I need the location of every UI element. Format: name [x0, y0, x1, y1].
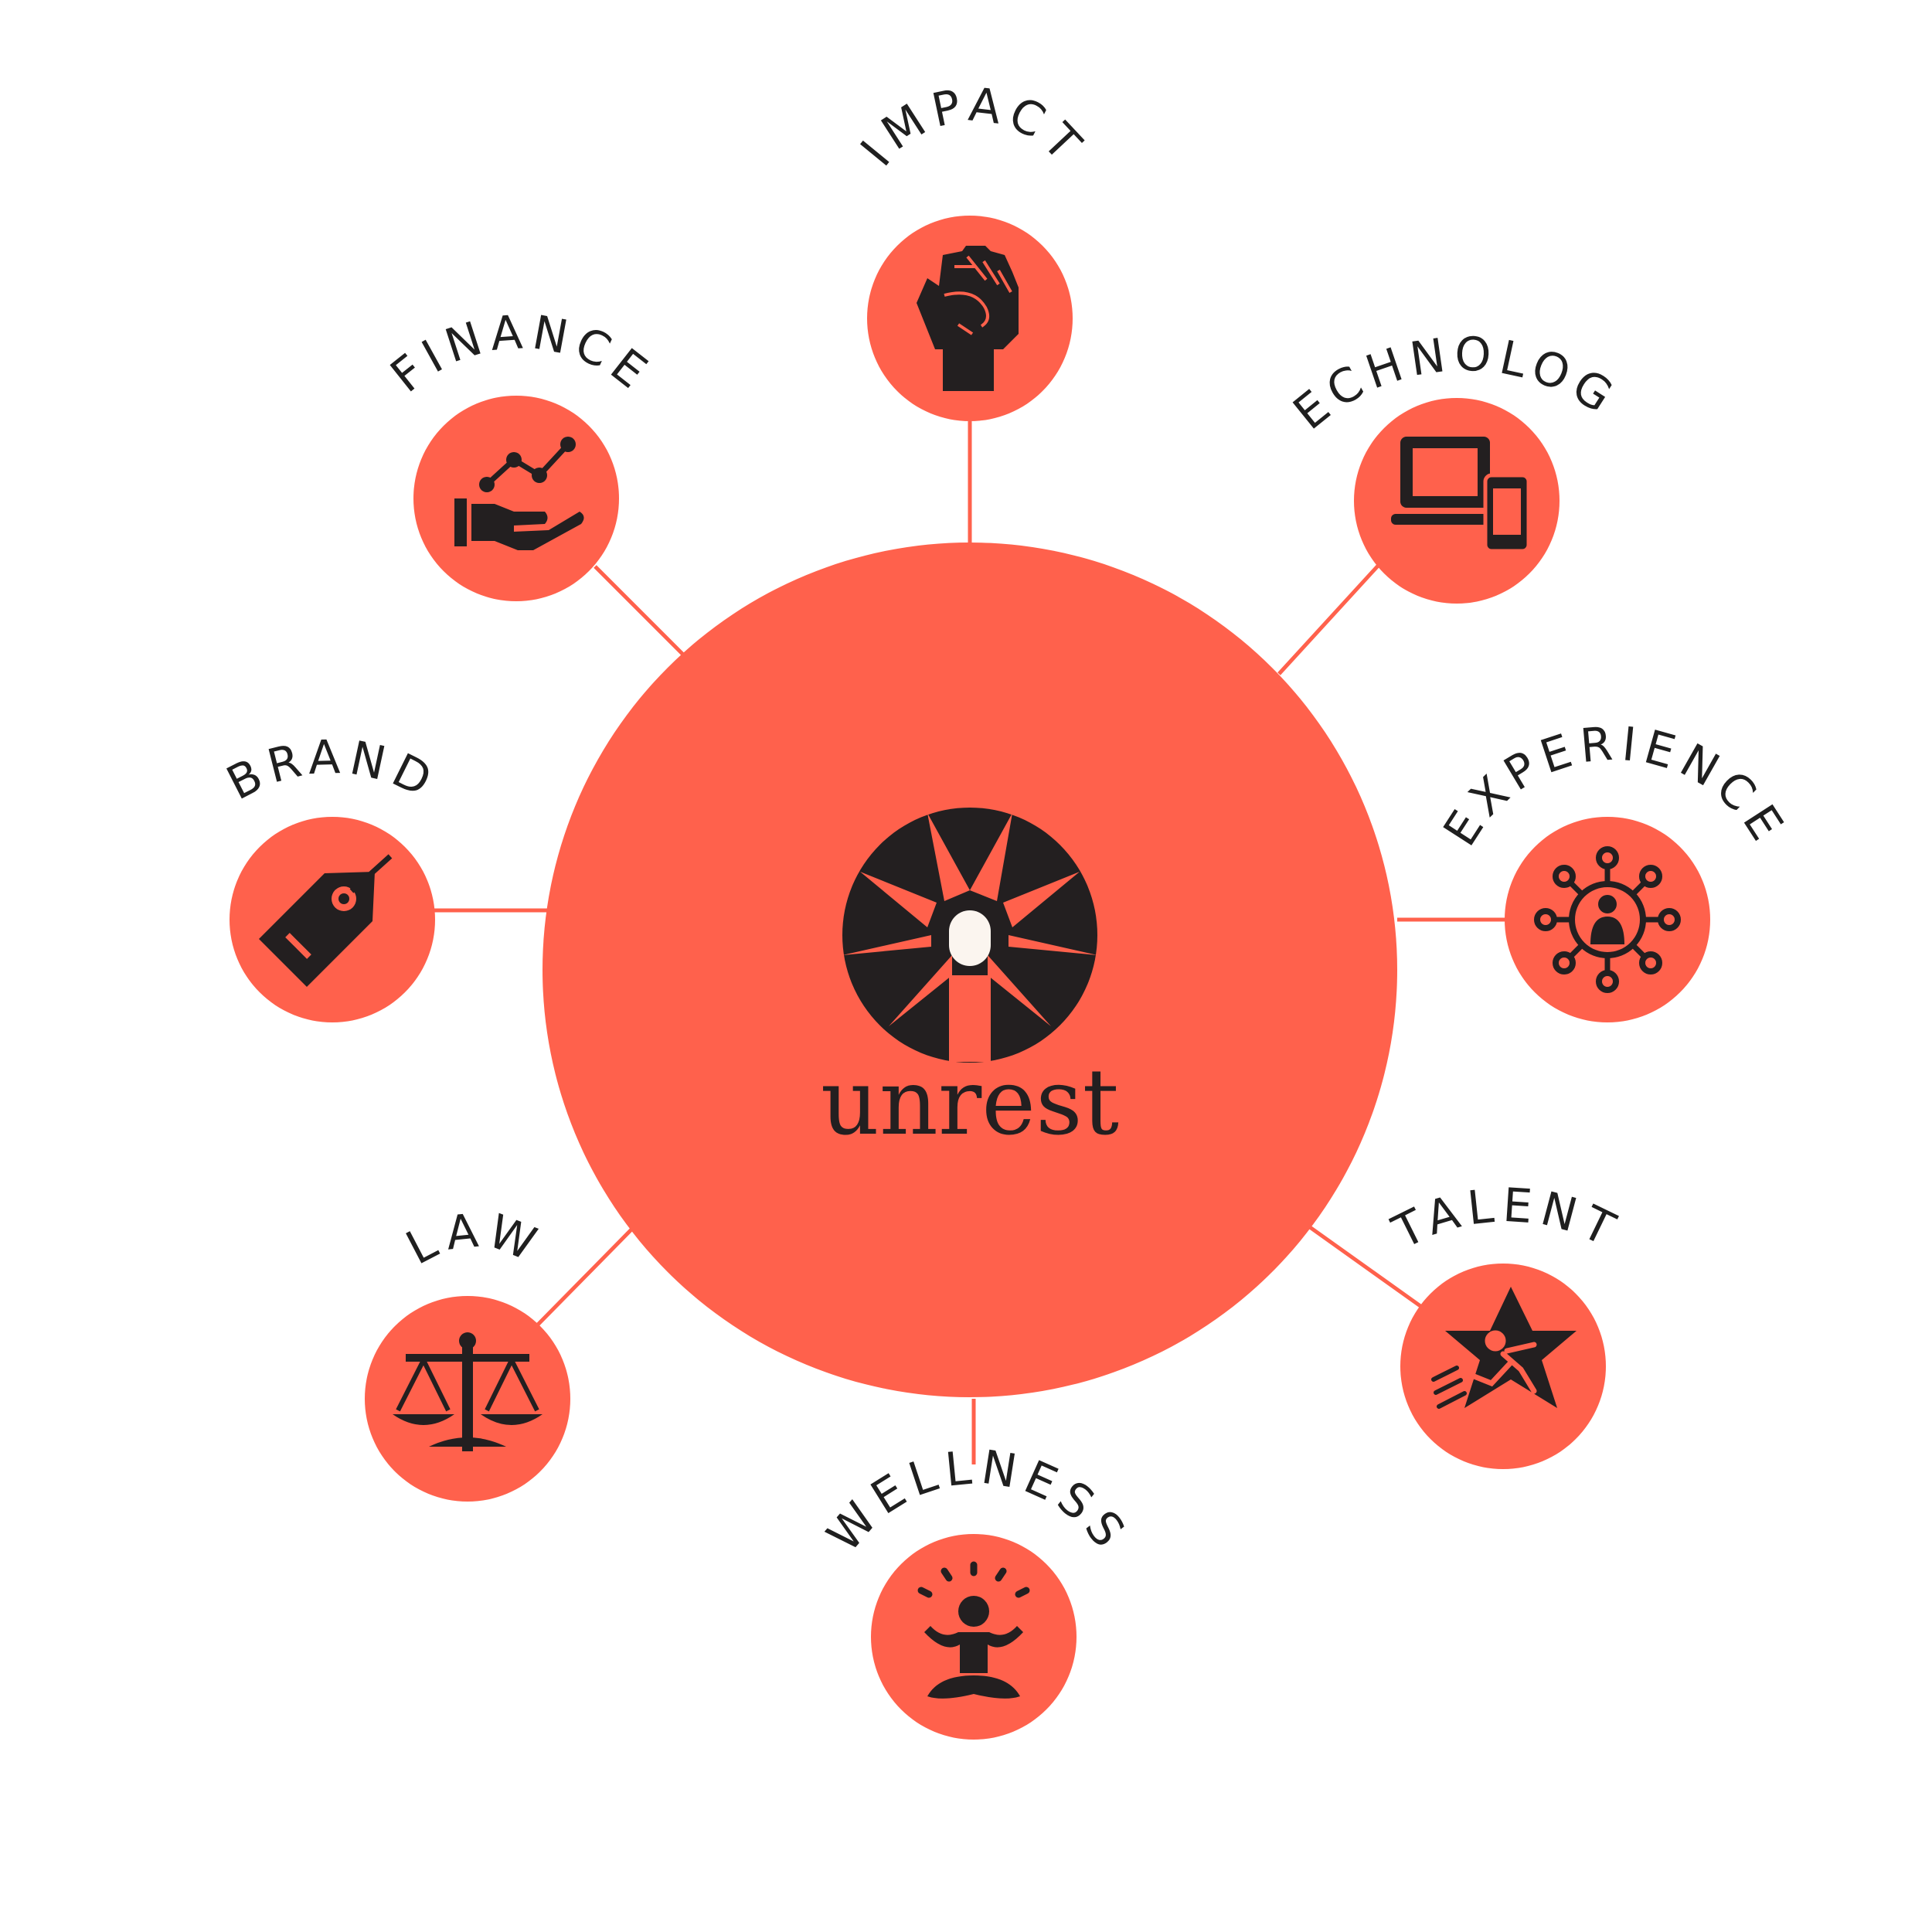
label-talent: TALENT: [1384, 1179, 1629, 1260]
hand-growth-chart-icon: [454, 437, 584, 550]
scales-of-justice-icon: [393, 1332, 543, 1451]
person-network-icon: [1534, 846, 1681, 993]
node-finance[interactable]: [413, 396, 619, 601]
label-finance: FINANCE: [381, 305, 662, 403]
connector-finance: [594, 565, 685, 657]
star-runner-icon: [1431, 1287, 1577, 1409]
price-tag-icon: [259, 854, 393, 987]
meditation-icon: [917, 1561, 1030, 1699]
label-impact: IMPACT: [851, 77, 1096, 176]
laptop-phone-icon: [1391, 437, 1531, 553]
raised-fist-icon: [917, 246, 1019, 391]
label-brand: BRAND: [219, 730, 446, 811]
label-law: LAW: [398, 1203, 550, 1276]
label-technology: TECHNOLOGY: [0, 0, 1626, 440]
unrest-wordmark: unrest: [821, 1049, 1119, 1155]
unrest-compass-logo-icon: [842, 808, 1097, 1063]
connector-lines: [434, 421, 1507, 1464]
connector-law: [536, 1227, 634, 1327]
connector-talent: [1308, 1225, 1422, 1308]
connector-technology: [1277, 563, 1381, 675]
